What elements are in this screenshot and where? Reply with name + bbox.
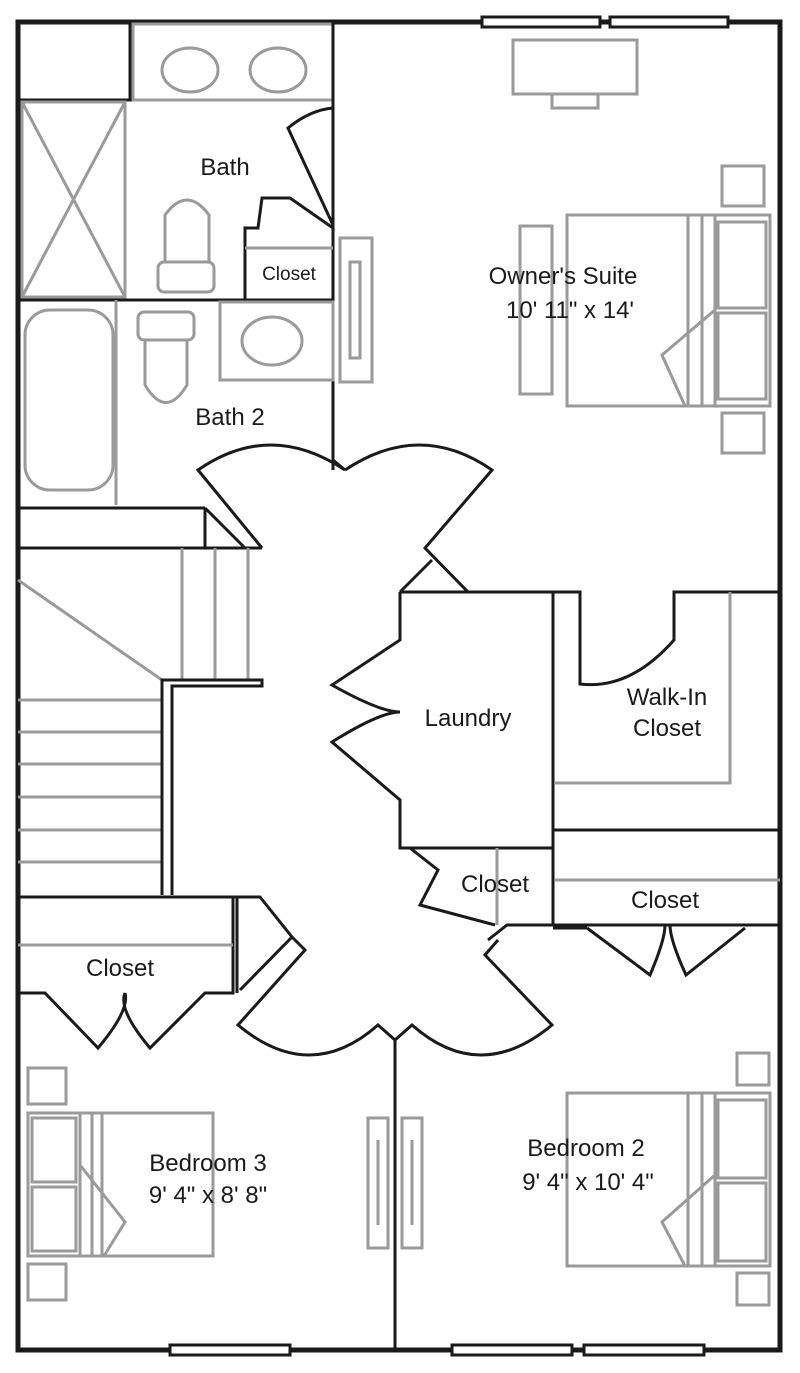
bath-door xyxy=(286,106,335,226)
bedroom2-label: Bedroom 2 xyxy=(527,1135,644,1162)
right-closet-walls xyxy=(487,923,780,978)
owner-bed xyxy=(518,164,772,455)
walk-in-label-2: Closet xyxy=(633,715,701,742)
closet-sliders xyxy=(366,1116,424,1250)
walk-in-walls xyxy=(553,590,780,832)
hall-closet-label: Closet xyxy=(461,871,529,898)
bath-vanity xyxy=(131,22,335,102)
bath-closet-label: Closet xyxy=(262,264,317,285)
bath2-sink xyxy=(218,300,335,382)
windows xyxy=(168,15,730,1357)
bath-label: Bath xyxy=(200,154,249,181)
bedroom2-bed xyxy=(565,1051,772,1307)
bath-toilet xyxy=(156,198,216,294)
owners-suite-label: Owner's Suite xyxy=(489,263,638,290)
bedroom3-bed xyxy=(26,1066,215,1302)
bedroom3-dimensions: 9' 4" x 8' 8" xyxy=(149,1182,267,1209)
left-closet-label: Closet xyxy=(86,955,154,982)
bedroom3-label: Bedroom 3 xyxy=(149,1150,266,1177)
walk-in-shelf xyxy=(555,592,732,785)
bath2-label: Bath 2 xyxy=(195,404,264,431)
stairs xyxy=(17,548,264,895)
bedroom-doors xyxy=(235,935,555,1350)
bathtub xyxy=(23,308,115,492)
bath-walls xyxy=(18,22,335,470)
laundry-label: Laundry xyxy=(425,705,512,732)
bedroom2-dimensions: 9' 4" x 10' 4" xyxy=(522,1169,654,1196)
left-closet-walls xyxy=(18,895,235,1051)
hall-doors-top xyxy=(18,443,495,594)
exterior-wall xyxy=(15,19,783,1353)
dresser xyxy=(338,236,374,384)
laundry-walls xyxy=(329,590,555,850)
shower xyxy=(18,22,132,299)
desk xyxy=(511,38,639,110)
dresser-detail xyxy=(348,260,362,360)
owners-suite-dimensions: 10' 11" x 14' xyxy=(506,297,634,324)
right-closet-label: Closet xyxy=(631,887,699,914)
linen-closet xyxy=(233,895,295,993)
walk-in-label-1: Walk-In xyxy=(627,684,707,711)
bath2-toilet xyxy=(136,310,196,404)
small-closet-walls xyxy=(409,846,555,927)
